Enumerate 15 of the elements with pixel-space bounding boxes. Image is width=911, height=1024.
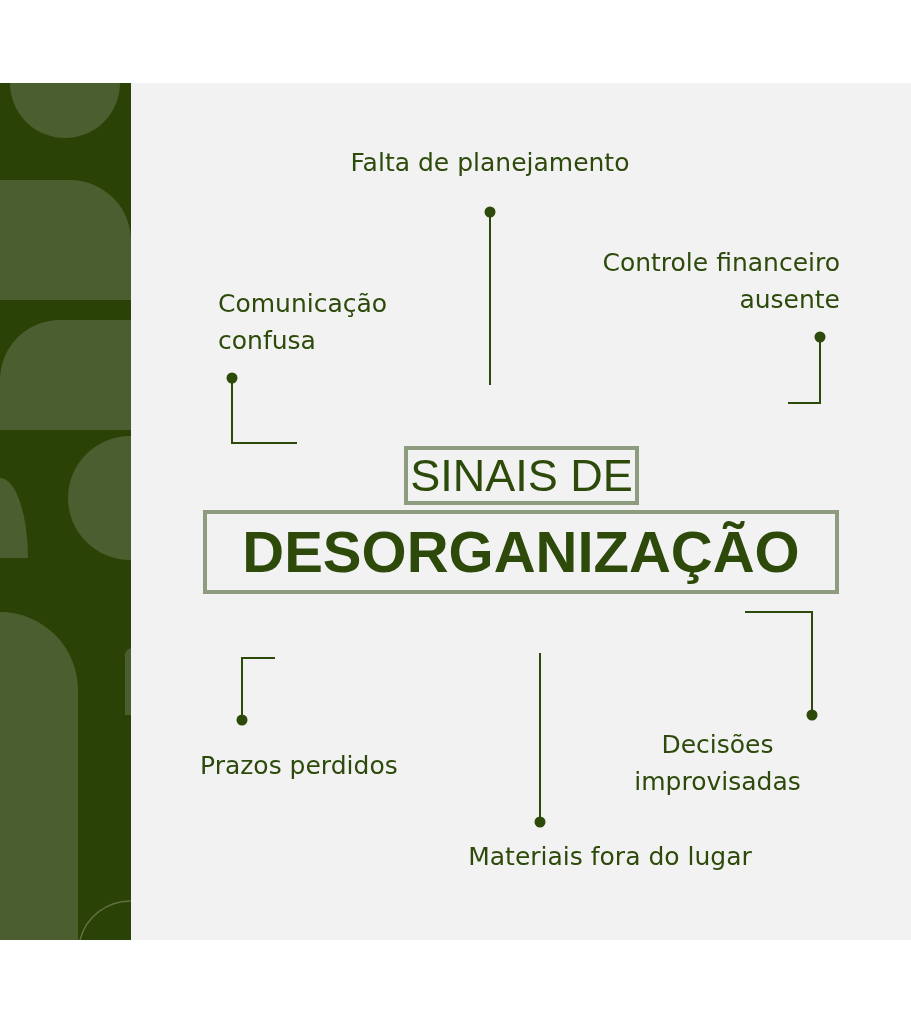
leader-line bbox=[534, 652, 546, 828]
callout-label: Comunicação confusa bbox=[218, 288, 389, 357]
title-text: SINAIS DE bbox=[410, 453, 633, 498]
callout-label: Prazos perdidos bbox=[200, 750, 399, 782]
leader-line bbox=[484, 206, 496, 386]
title-box bbox=[404, 446, 639, 505]
leader-line bbox=[787, 331, 826, 404]
leader-line bbox=[236, 657, 276, 726]
leader-line bbox=[226, 372, 298, 444]
callout-label: Controle financeiro ausente bbox=[601, 247, 840, 316]
title-box bbox=[203, 510, 839, 594]
leader-line bbox=[744, 611, 818, 721]
callout-label: Materiais fora do lugar bbox=[467, 841, 753, 873]
callout-label: Decisões improvisadas bbox=[633, 729, 802, 798]
callout-label: Falta de planejamento bbox=[349, 147, 631, 179]
